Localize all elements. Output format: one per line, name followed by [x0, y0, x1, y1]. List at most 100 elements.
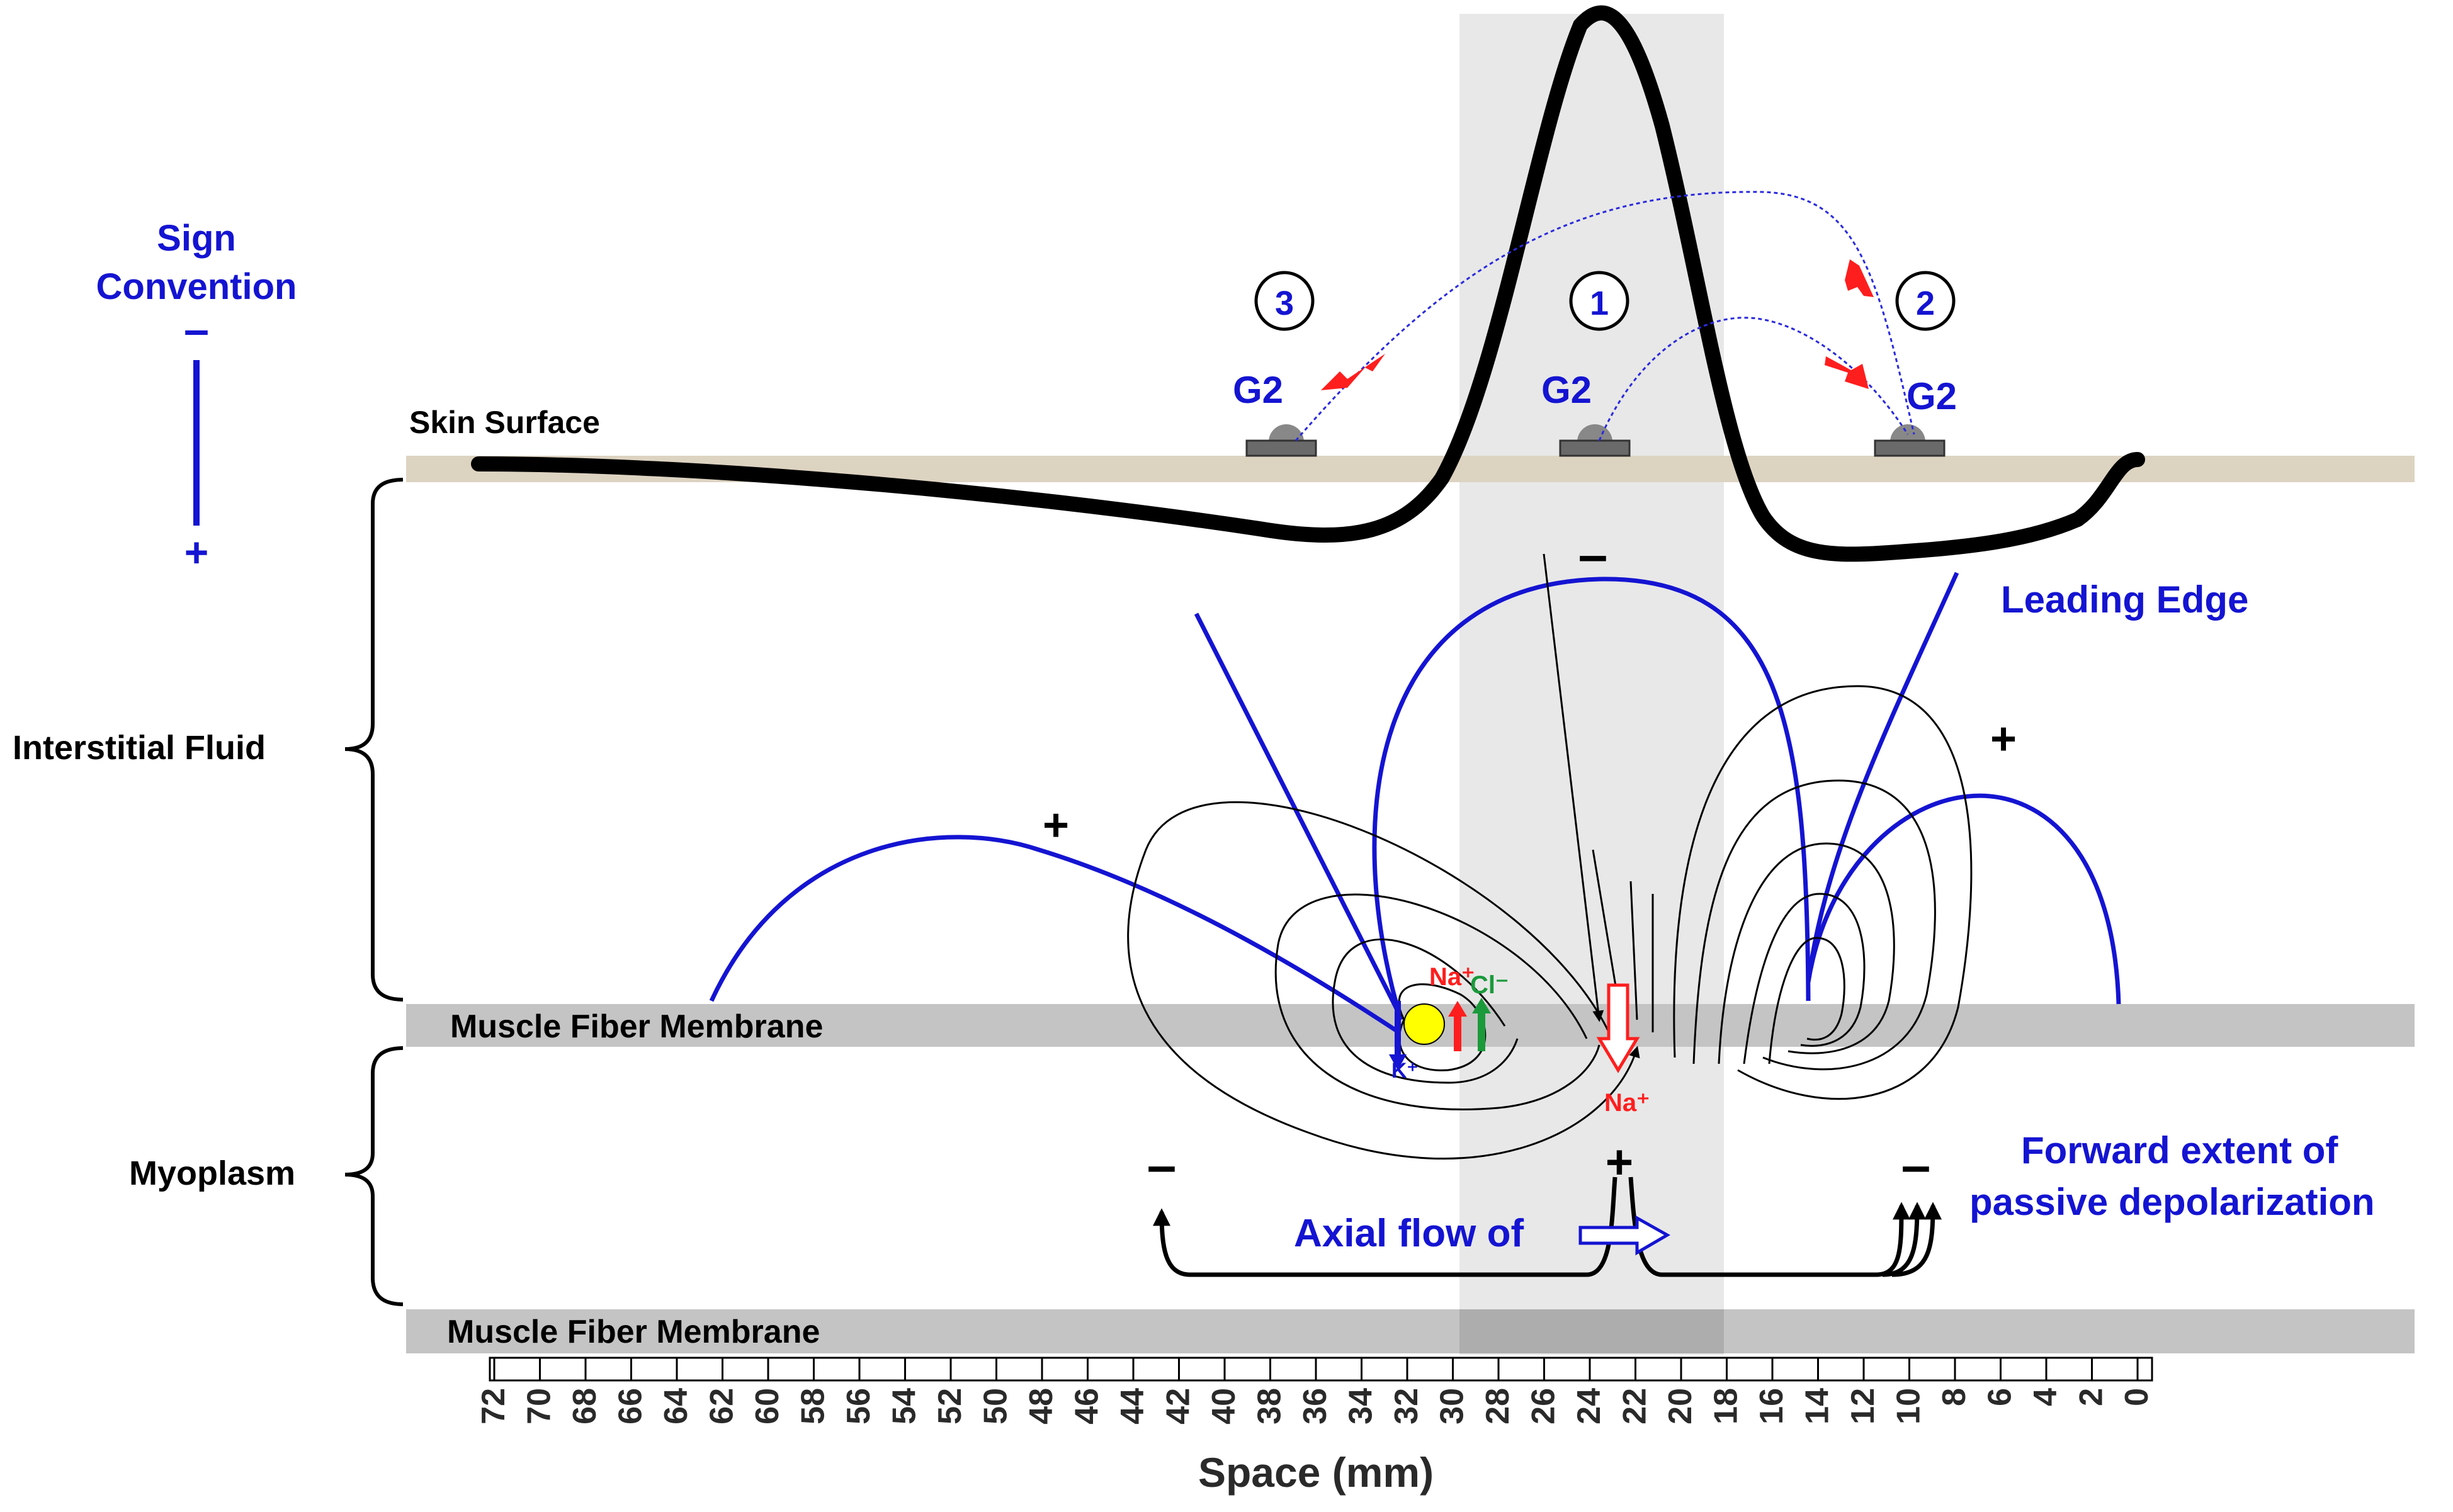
electrode-1-dome: [1577, 424, 1612, 442]
axis-tick-label: 36: [1297, 1388, 1334, 1425]
forward-extent-line2: passive depolarization: [1969, 1181, 2375, 1223]
electrode-1-name: G2: [1541, 369, 1592, 411]
axis-tick-label: 68: [567, 1388, 603, 1425]
axis-tick-label: 22: [1617, 1388, 1653, 1425]
axis-tick-label: 46: [1069, 1388, 1106, 1425]
axis-tick-label: 2: [2073, 1388, 2110, 1406]
membrane-bottom-label: Muscle Fiber Membrane: [447, 1314, 820, 1350]
electrode-2-dome: [1890, 424, 1925, 442]
minus-left-myoplasm: –: [1147, 1136, 1177, 1195]
ion-na-bottom-label: Na⁺: [1604, 1089, 1650, 1117]
axis-tick-label: 58: [795, 1388, 832, 1425]
axis-tick-label: 34: [1343, 1388, 1379, 1425]
red-arrow-down: [1825, 356, 1869, 389]
skin-surface-label: Skin Surface: [409, 405, 600, 440]
axis-tick-label: 52: [932, 1388, 968, 1425]
axis-tick-label: 40: [1206, 1388, 1242, 1425]
plus-right: +: [1990, 714, 2017, 764]
axis-tick-label: 4: [2027, 1388, 2064, 1406]
electrode-1-number: 1: [1590, 285, 1609, 322]
red-arrow-to-electrode-3: [1321, 354, 1385, 390]
brace-interstitial: [344, 478, 404, 1001]
loop-right-outer: [1673, 685, 1973, 1100]
electrode-3-number: 3: [1275, 285, 1294, 322]
electrode-3-pad: [1245, 439, 1317, 457]
electrode-1-number-circle: [1569, 271, 1629, 331]
electrode-trajectory-long: [1294, 191, 1915, 441]
axis-tick-label: 72: [475, 1388, 512, 1425]
loop-left-middle: [1274, 893, 1600, 1111]
na-influx-arrow: [1596, 983, 1640, 1073]
axis-box: [489, 1357, 2153, 1382]
electrode-1-pad: [1559, 439, 1631, 457]
blue-line-right-arc: [1806, 793, 2121, 1005]
vertical-current-line-1: [1543, 553, 1604, 1022]
ion-na-label: Na⁺: [1429, 963, 1475, 991]
k-arrowhead: [1389, 1054, 1407, 1070]
axis-tick-label: 32: [1388, 1388, 1425, 1425]
membrane-bottom-strip: [406, 1309, 2415, 1353]
vertical-current-line-3: [1629, 881, 1638, 1020]
axis-tick-label: 26: [1526, 1388, 1562, 1425]
minus-top: –: [1578, 525, 1608, 584]
sign-convention-minus: –: [184, 305, 209, 355]
axis-tick-label: 64: [658, 1388, 694, 1425]
sign-convention-plus: +: [184, 529, 209, 575]
myoplasm-label: Myoplasm: [129, 1154, 295, 1192]
axis-tick-label: 48: [1023, 1388, 1060, 1425]
axis-tick-label: 56: [841, 1388, 877, 1425]
axis-tick-label: 8: [1936, 1388, 1973, 1406]
red-arrow-up: [1845, 259, 1874, 297]
axis-tick-label: 66: [613, 1388, 649, 1425]
axis-tick-label: 14: [1799, 1388, 1836, 1425]
axial-arrow-right-1: [1628, 1176, 1910, 1277]
electrode-2: 2 G2: [1874, 271, 1957, 457]
leading-edge-label: Leading Edge: [2001, 578, 2248, 621]
blue-line-center-arc: [1372, 577, 1811, 1020]
electrode-3-name: G2: [1233, 369, 1283, 411]
axis-title: Space (mm): [1198, 1449, 1434, 1496]
axis-tick-label: 50: [978, 1388, 1014, 1425]
electrode-3: 3 G2: [1233, 271, 1317, 457]
axial-arrow-left: [1153, 1176, 1617, 1277]
axis-tick-label: 42: [1160, 1388, 1197, 1425]
blue-line-leading-edge: [1806, 572, 1959, 983]
axis-tick-label: 38: [1252, 1388, 1288, 1425]
loop-right-3: [1718, 842, 1895, 1064]
ion-ball: [1403, 1003, 1445, 1045]
electrode-3-number-circle: [1254, 271, 1315, 331]
blue-field-lines: [709, 572, 2121, 1034]
plus-center-myoplasm: +: [1606, 1136, 1633, 1189]
interstitial-fluid-label: Interstitial Fluid: [13, 729, 266, 767]
axis-tick-label: 30: [1434, 1388, 1471, 1425]
plus-left: +: [1043, 800, 1069, 850]
membrane-top-label: Muscle Fiber Membrane: [450, 1008, 823, 1045]
ion-channel: Na⁺ Cl⁻ K⁺: [1389, 963, 1509, 1083]
axis-tick-label: 62: [704, 1388, 740, 1425]
axial-arrow-right-3: [1891, 1202, 1942, 1277]
axis-tick-label: 10: [1891, 1388, 1927, 1425]
loop-left-outer: [1127, 801, 1640, 1159]
axis-tick-label: 24: [1571, 1388, 1607, 1425]
minus-right-myoplasm: –: [1901, 1136, 1931, 1195]
axis-tick-label: 70: [521, 1388, 558, 1425]
electrode-2-number: 2: [1916, 285, 1935, 322]
electrode-2-name: G2: [1906, 375, 1957, 417]
loop-left-inner: [1332, 939, 1519, 1084]
cl-arrowhead: [1472, 998, 1491, 1013]
axis-tick-label: 18: [1708, 1388, 1745, 1425]
axis-tick-label: 60: [749, 1388, 786, 1425]
axis-ticks: [493, 1358, 2139, 1380]
current-loops: [1127, 553, 1973, 1159]
forward-extent-line1: Forward extent of: [2021, 1129, 2338, 1171]
axis-tick-label: 6: [1982, 1388, 2019, 1406]
axis-tick-label: 0: [2119, 1388, 2155, 1406]
ion-k-label: K⁺: [1391, 1059, 1419, 1083]
brace-myoplasm: [344, 1046, 404, 1306]
axis-tick-label: 54: [887, 1388, 923, 1425]
axial-flow-arrows: [1153, 1176, 1942, 1277]
electrode-2-number-circle: [1895, 271, 1956, 331]
sign-convention-title-2: Convention: [96, 266, 297, 307]
loop-right-2: [1692, 779, 1936, 1071]
